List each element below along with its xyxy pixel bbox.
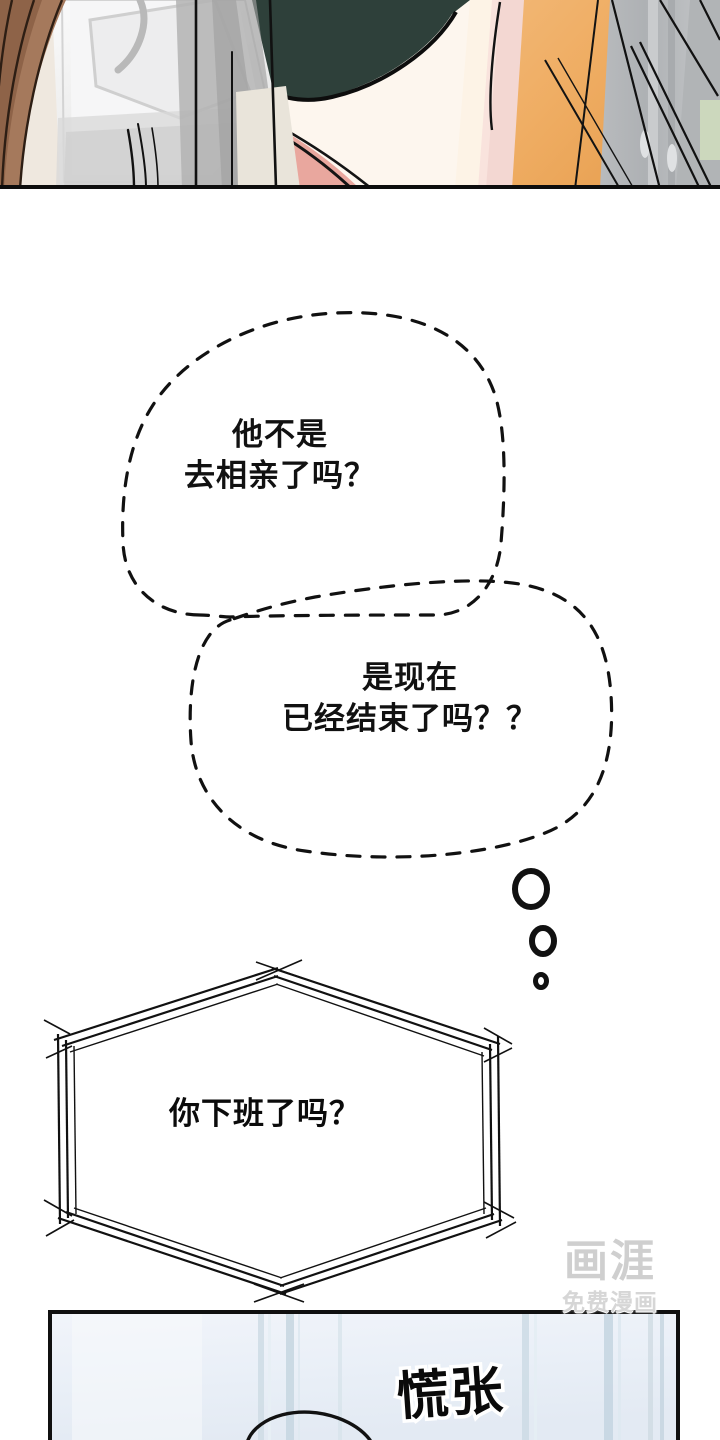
hex-speech-text: 你下班了吗？ [169, 1096, 361, 1131]
thought-bubble-outline [121, 311, 614, 990]
top-art-panel [0, 0, 720, 189]
watermark: 画涯 免费漫画 [520, 1240, 700, 1314]
thought-tail-circle-2 [529, 925, 557, 957]
bottom-art-panel [48, 1310, 680, 1440]
hex-speech-box [40, 959, 530, 1303]
thought-tail-circle-1 [512, 868, 550, 910]
hex-speech-box-outline [43, 959, 517, 1303]
bottom-panel-artwork [52, 1314, 676, 1440]
watermark-logo: 画涯 [564, 1237, 656, 1286]
top-panel-artwork [0, 0, 720, 185]
sfx-panic: 慌张 [391, 1358, 510, 1430]
character-head-outline [246, 1410, 372, 1440]
thought-text-line-1: 他不是 去相亲了吗？ [184, 417, 376, 493]
thought-bubble [55, 285, 655, 990]
thought-text-line-2: 是现在 已经结束了吗？？ [282, 660, 538, 736]
thought-tail-circle-3 [533, 972, 549, 990]
